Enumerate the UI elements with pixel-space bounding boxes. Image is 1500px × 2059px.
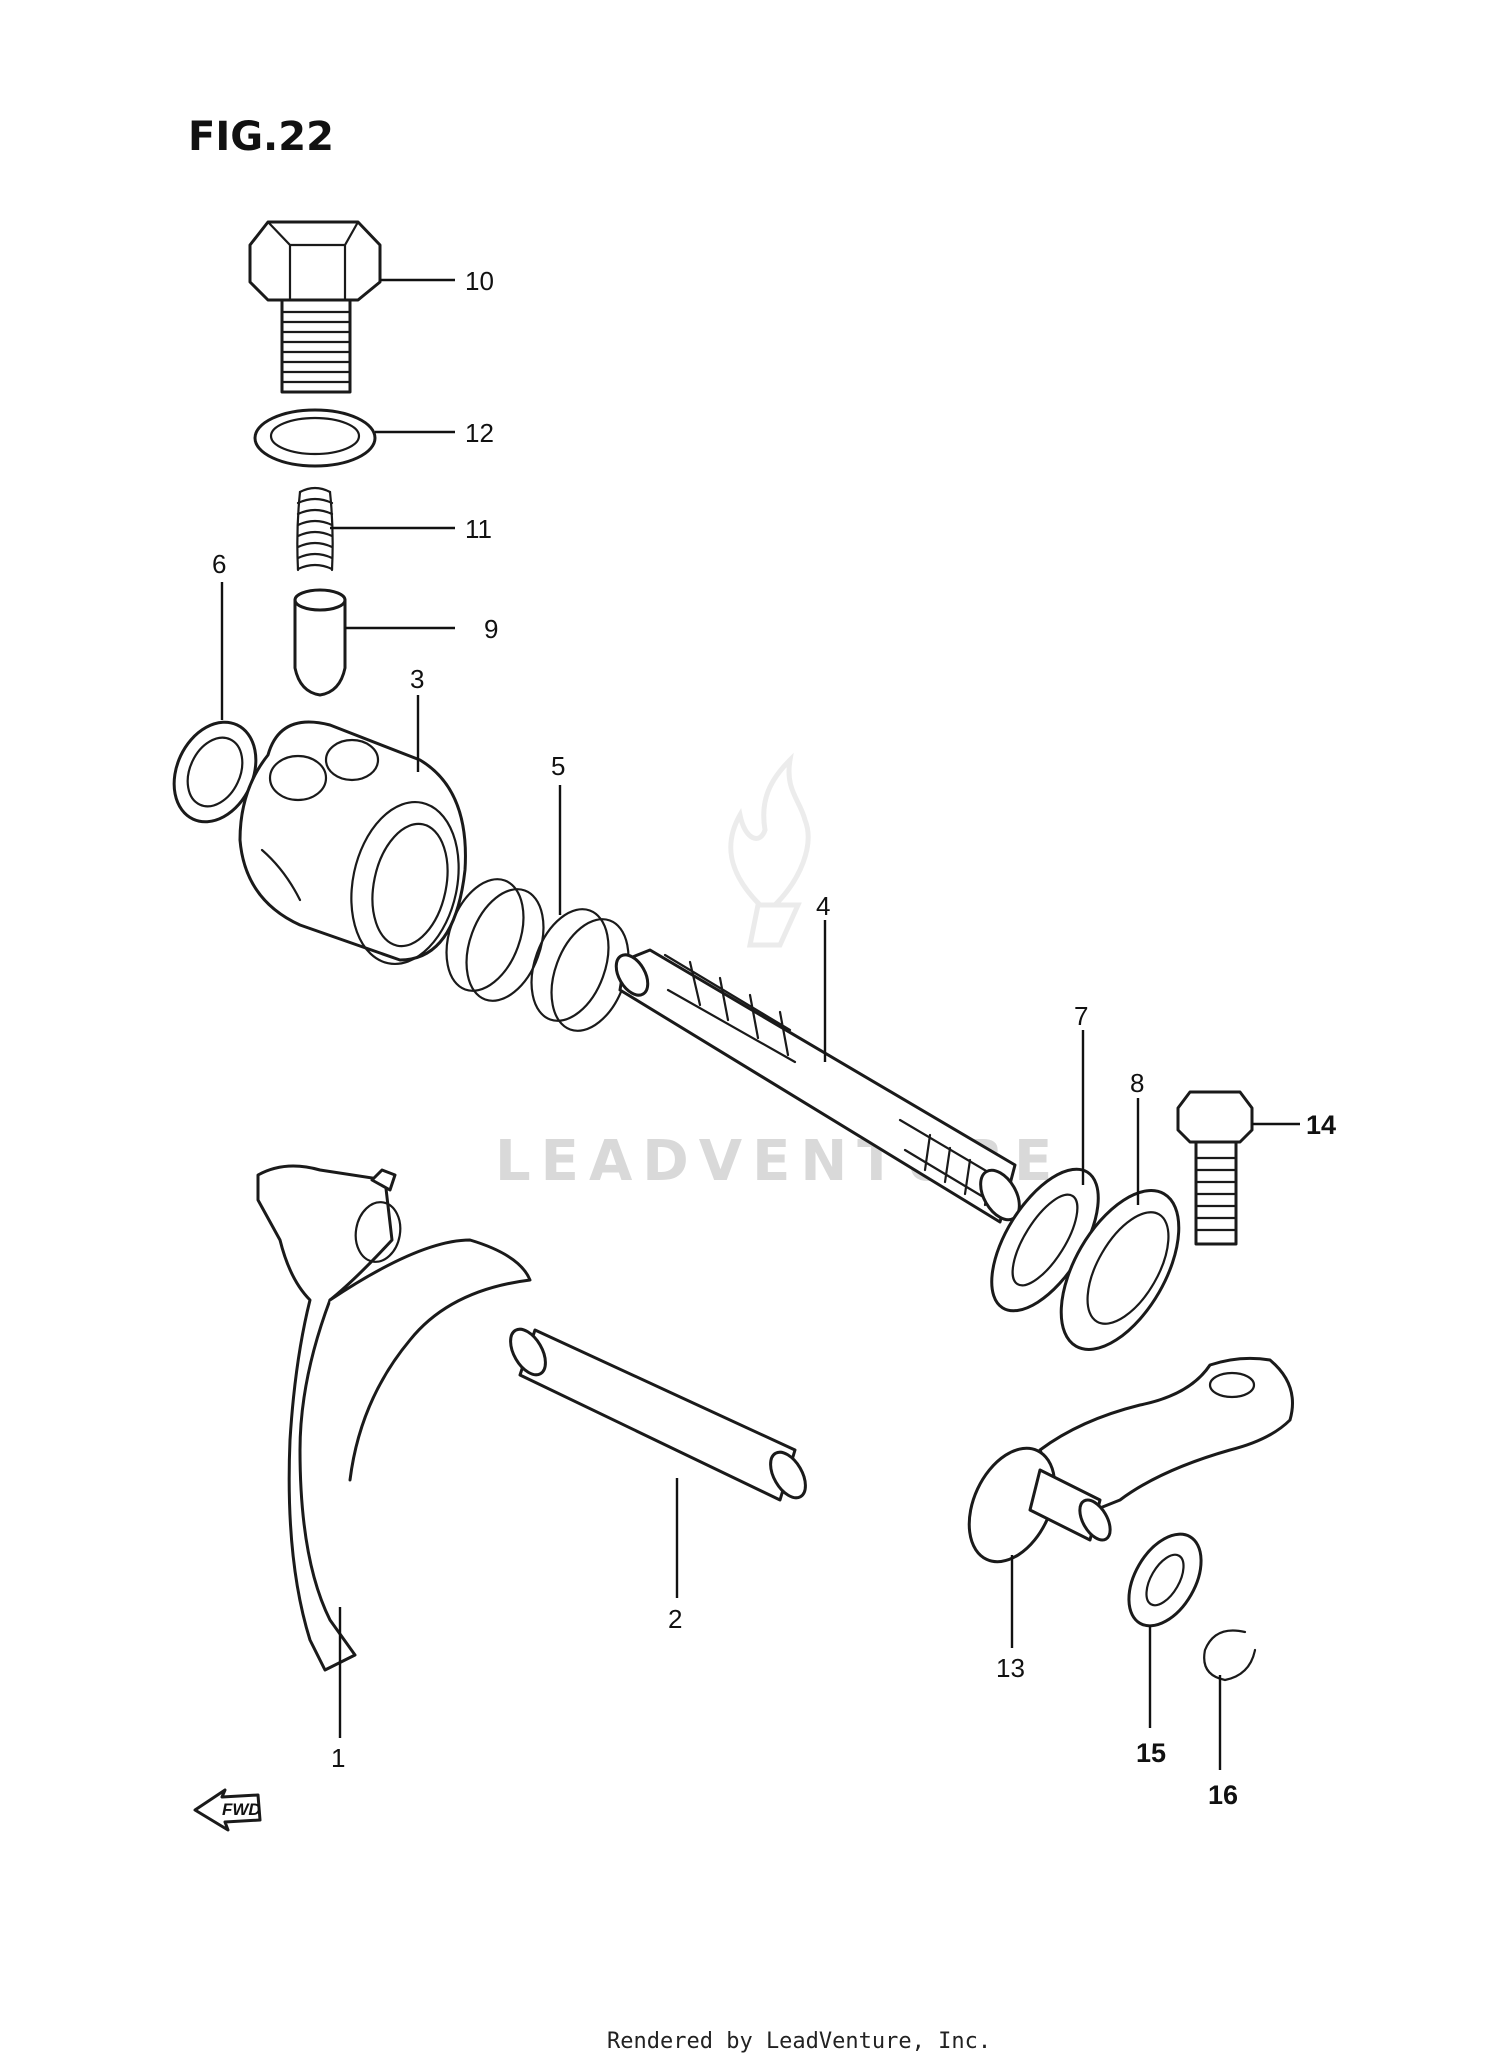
callout-2: 2 xyxy=(668,1604,682,1634)
part-9-stopper-pin xyxy=(293,588,347,697)
callout-1: 1 xyxy=(331,1743,345,1773)
footer-credit: Rendered by LeadVenture, Inc. xyxy=(607,2029,991,2054)
part-3-cam-drum xyxy=(238,720,467,966)
watermark: LEADVENTURE xyxy=(495,752,1052,1194)
part-4-gearshift-shaft xyxy=(614,948,1021,1224)
callout-15: 15 xyxy=(1136,1738,1166,1768)
callout-9: 9 xyxy=(484,614,498,644)
part-14-bolt xyxy=(1176,1090,1254,1246)
callout-12: 12 xyxy=(465,418,494,448)
callout-4: 4 xyxy=(816,891,830,921)
callout-leaders xyxy=(220,278,1300,1770)
part-2-shaft xyxy=(509,1327,807,1502)
flame-logo-icon xyxy=(728,752,811,948)
callout-3: 3 xyxy=(410,664,424,694)
part-11-spring xyxy=(296,486,334,572)
part-5-spring xyxy=(445,878,630,1032)
part-15-washer xyxy=(1127,1532,1203,1628)
callout-11: 11 xyxy=(465,514,492,544)
part-10-plug-bolt xyxy=(248,220,382,394)
figure-title: FIG.22 xyxy=(188,114,334,160)
part-1-shift-fork xyxy=(256,1164,532,1672)
part-8-oil-seal xyxy=(1059,1189,1181,1351)
part-12-gasket xyxy=(253,408,377,468)
callout-10: 10 xyxy=(465,266,494,296)
part-16-circlip xyxy=(1203,1629,1257,1682)
part-13-shift-lever xyxy=(967,1356,1294,1564)
fwd-label: FWD xyxy=(222,1800,261,1819)
callout-labels: 10 12 11 6 9 3 5 4 7 8 14 2 13 15 16 1 xyxy=(212,266,1336,1810)
callout-7: 7 xyxy=(1074,1001,1088,1031)
callout-13: 13 xyxy=(996,1653,1025,1683)
callout-8: 8 xyxy=(1130,1068,1144,1098)
part-6-washer xyxy=(172,720,258,824)
callout-5: 5 xyxy=(551,751,565,781)
callout-16: 16 xyxy=(1208,1780,1238,1810)
callout-6: 6 xyxy=(212,549,226,579)
forward-arrow-icon: FWD xyxy=(193,1788,262,1832)
callout-14: 14 xyxy=(1306,1110,1336,1140)
